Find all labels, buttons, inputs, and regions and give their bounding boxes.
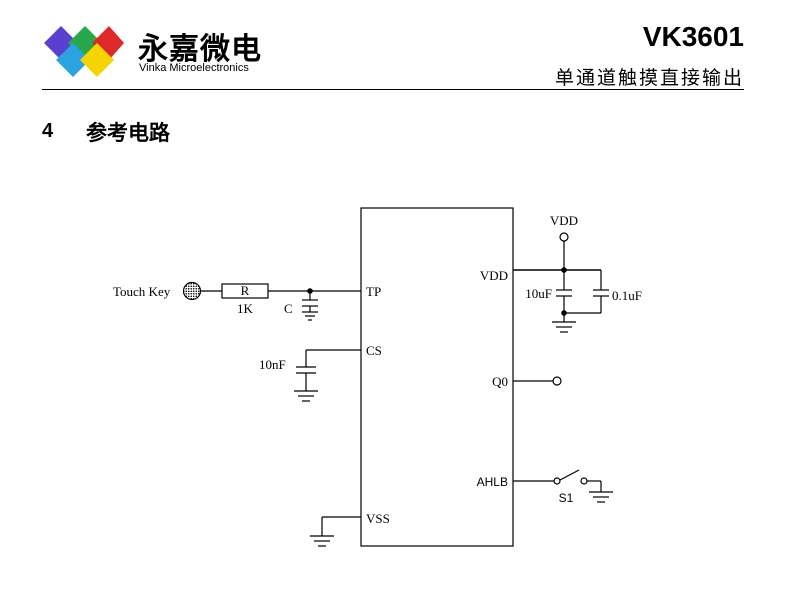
logo-diamond-red [92, 26, 124, 60]
header-divider [42, 89, 744, 90]
label-pin-tp: TP [366, 284, 381, 299]
ic-body [360, 207, 514, 547]
part-number: VK3601 [642, 21, 744, 52]
section-number: 4 [42, 120, 54, 142]
vinka-logo [44, 26, 124, 77]
label-pin-cs: CS [366, 343, 382, 358]
logo-diamond-blue [56, 43, 90, 77]
junction-gnd [561, 310, 567, 316]
label-pin-vss: VSS [366, 511, 390, 526]
label-resistor-value: 1K [237, 301, 254, 316]
label-cap-01uf: 0.1uF [612, 288, 642, 303]
logo-diamond-yellow [80, 43, 114, 77]
label-pin-ahlb: AHLB [477, 475, 508, 489]
label-pin-q0: Q0 [492, 374, 508, 389]
switch-contact-right [580, 477, 588, 485]
label-resistor-name: R [241, 283, 250, 298]
touch-key-electrode [182, 281, 202, 301]
label-switch-s1: S1 [559, 491, 574, 505]
section-title: 参考电路 [86, 121, 170, 145]
label-cap-cs: 10nF [259, 357, 286, 372]
label-pin-vdd: VDD [480, 268, 508, 283]
label-cap-10uf: 10uF [525, 286, 552, 301]
brand-name-english: Vinka Microelectronics [139, 62, 249, 74]
brand-name-chinese: 永嘉微电 [138, 32, 262, 67]
switch-contact-left [553, 477, 561, 485]
label-vdd-supply: VDD [550, 213, 578, 228]
switch-s1-lever [559, 469, 580, 481]
product-subtitle: 单通道触摸直接输出 [554, 67, 744, 89]
label-cap-c: C [284, 301, 293, 316]
q0-terminal [552, 376, 562, 386]
label-touch-key: Touch Key [113, 284, 171, 299]
vdd-terminal [559, 232, 569, 242]
